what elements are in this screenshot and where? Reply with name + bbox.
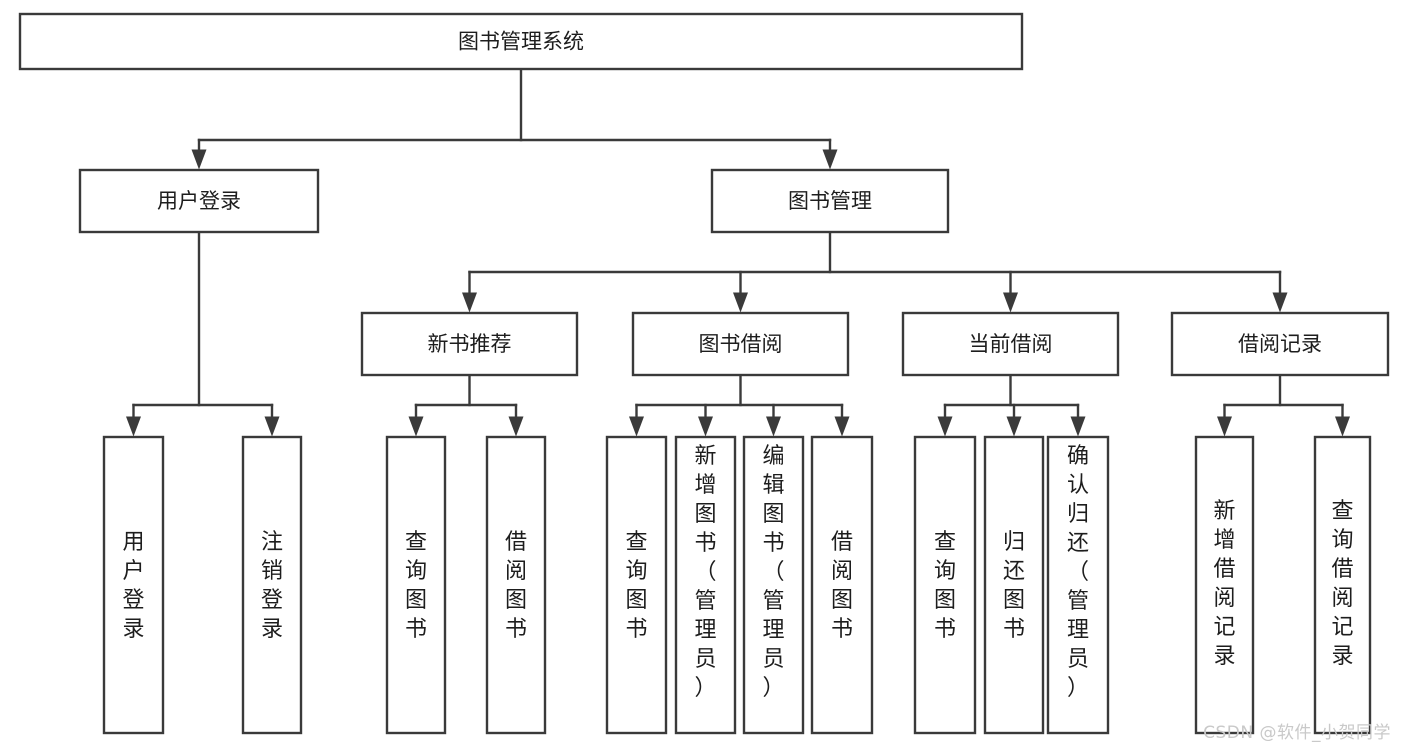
node-root[interactable]: 图书管理系统 [18, 12, 1024, 71]
node-leaf-confirm-return-admin[interactable]: 确认归还（管理员） [1046, 435, 1110, 735]
node-borrow-record[interactable]: 借阅记录 [1170, 311, 1390, 377]
node-label-leaf-confirm-return-admin: 确认归还（管理员） [1067, 444, 1089, 701]
node-new-book-recommend[interactable]: 新书推荐 [360, 311, 579, 377]
node-box-leaf-edit-book-admin [742, 435, 805, 735]
csdn-watermark: CSDN @软件_小贺同学 [1203, 723, 1391, 743]
node-box-current-borrow [901, 311, 1120, 377]
node-label-leaf-logout: 注销登录 [261, 530, 283, 642]
node-leaf-add-borrow-record[interactable]: 新增借阅记录 [1194, 435, 1255, 735]
arrow-head-icon [766, 416, 781, 437]
node-box-user-login [78, 168, 320, 234]
arrow-head-icon [264, 416, 280, 437]
node-box-leaf-confirm-return-admin [1046, 435, 1110, 735]
node-box-leaf-query-borrow-record [1313, 435, 1372, 735]
node-leaf-user-login[interactable]: 用户登录 [102, 435, 165, 735]
node-box-root [18, 12, 1024, 71]
arrow-head-icon [733, 292, 748, 313]
node-label-user-login: 用户登录 [157, 189, 241, 213]
node-box-new-book-recommend [360, 311, 579, 377]
node-label-root: 图书管理系统 [458, 30, 584, 54]
node-leaf-return-book[interactable]: 归还图书 [983, 435, 1045, 735]
node-leaf-query-book-current[interactable]: 查询图书 [913, 435, 977, 735]
node-box-book-management [710, 168, 950, 234]
node-label-leaf-return-book: 归还图书 [1003, 530, 1025, 642]
connector-layer [126, 67, 1350, 437]
arrow-head-icon [822, 149, 838, 170]
arrow-head-icon [698, 416, 713, 437]
node-leaf-logout[interactable]: 注销登录 [241, 435, 303, 735]
arrow-head-icon [508, 416, 524, 437]
node-label-leaf-query-book-borrow: 查询图书 [625, 530, 647, 642]
node-leaf-query-book-new[interactable]: 查询图书 [385, 435, 447, 735]
node-label-leaf-user-login: 用户登录 [122, 530, 144, 642]
node-label-leaf-query-borrow-record: 查询借阅记录 [1331, 499, 1353, 669]
node-leaf-add-book-admin[interactable]: 新增图书（管理员） [674, 435, 737, 735]
node-box-leaf-add-book-admin [674, 435, 737, 735]
node-book-management[interactable]: 图书管理 [710, 168, 950, 234]
node-box-book-borrow [631, 311, 850, 377]
node-box-leaf-user-login [102, 435, 165, 735]
arrow-head-icon [1272, 292, 1288, 313]
arrow-head-icon [462, 292, 477, 313]
arrow-head-icon [834, 416, 850, 437]
arrow-head-icon [1070, 416, 1086, 437]
node-box-leaf-query-book-current [913, 435, 977, 735]
node-leaf-borrow-book[interactable]: 借阅图书 [810, 435, 874, 735]
arrow-head-icon [937, 416, 953, 437]
node-label-book-borrow: 图书借阅 [699, 332, 783, 356]
node-label-borrow-record: 借阅记录 [1238, 332, 1322, 356]
arrow-head-icon [1006, 416, 1022, 437]
node-leaf-borrow-book-new[interactable]: 借阅图书 [485, 435, 547, 735]
node-box-leaf-borrow-book-new [485, 435, 547, 735]
node-box-leaf-add-borrow-record [1194, 435, 1255, 735]
node-label-new-book-recommend: 新书推荐 [428, 332, 512, 356]
node-user-login[interactable]: 用户登录 [78, 168, 320, 234]
node-box-leaf-logout [241, 435, 303, 735]
node-box-leaf-query-book-borrow [605, 435, 668, 735]
arrow-head-icon [1335, 416, 1350, 437]
node-label-leaf-borrow-book-new: 借阅图书 [505, 530, 527, 642]
node-label-leaf-query-book-current: 查询图书 [934, 530, 956, 642]
node-leaf-edit-book-admin[interactable]: 编辑图书（管理员） [742, 435, 805, 735]
node-leaf-query-book-borrow[interactable]: 查询图书 [605, 435, 668, 735]
node-box-leaf-borrow-book [810, 435, 874, 735]
node-label-leaf-add-book-admin: 新增图书（管理员） [694, 444, 716, 701]
arrow-head-icon [1003, 292, 1018, 313]
node-label-current-borrow: 当前借阅 [969, 332, 1053, 356]
arrow-head-icon [126, 416, 141, 437]
node-label-leaf-add-borrow-record: 新增借阅记录 [1213, 499, 1235, 669]
node-label-leaf-query-book-new: 查询图书 [405, 530, 427, 642]
node-book-borrow[interactable]: 图书借阅 [631, 311, 850, 377]
node-label-leaf-edit-book-admin: 编辑图书（管理员） [762, 444, 784, 701]
node-leaf-query-borrow-record[interactable]: 查询借阅记录 [1313, 435, 1372, 735]
node-box-leaf-query-book-new [385, 435, 447, 735]
arrow-head-icon [408, 416, 424, 437]
node-label-leaf-borrow-book: 借阅图书 [831, 530, 853, 642]
node-box-leaf-return-book [983, 435, 1045, 735]
arrow-head-icon [1217, 416, 1232, 437]
node-current-borrow[interactable]: 当前借阅 [901, 311, 1120, 377]
arrow-head-icon [629, 416, 644, 437]
node-box-borrow-record [1170, 311, 1390, 377]
node-label-book-management: 图书管理 [788, 189, 872, 213]
arrow-head-icon [191, 149, 207, 170]
node-layer: 图书管理系统用户登录图书管理新书推荐图书借阅当前借阅借阅记录用户登录注销登录查询… [18, 12, 1390, 735]
